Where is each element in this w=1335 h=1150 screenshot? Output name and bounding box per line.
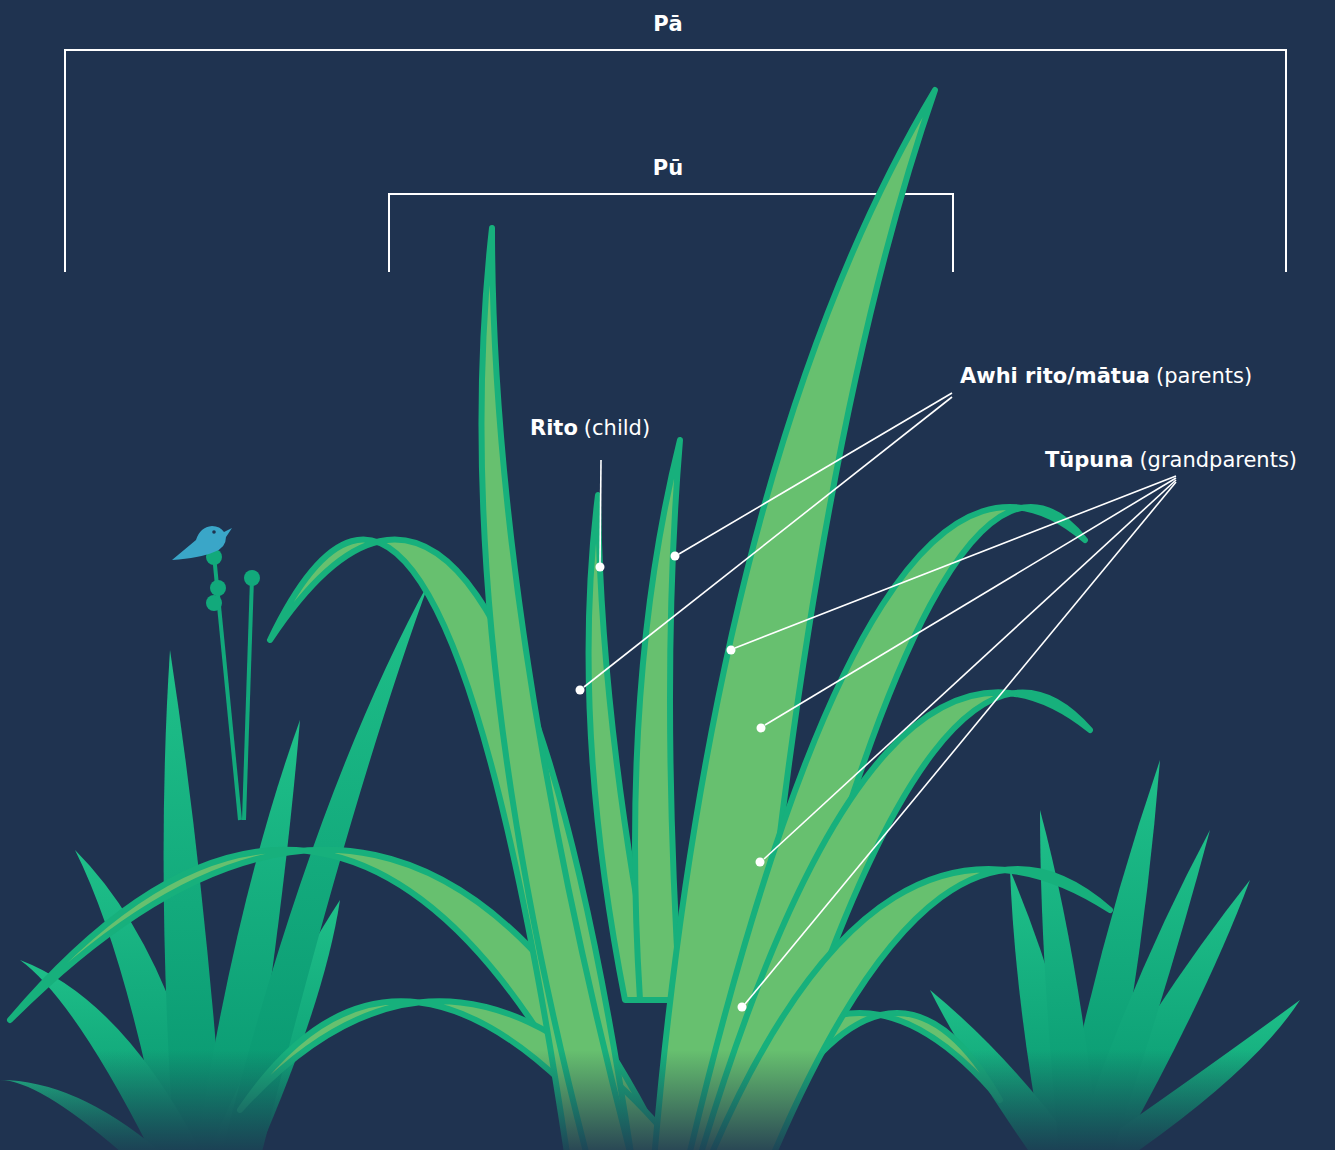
flax-leaf (635, 440, 680, 1000)
leader-dots (576, 552, 766, 1012)
part-gloss: (parents) (1156, 364, 1252, 389)
pa-bracket (65, 50, 1286, 272)
harakeke-plant (10, 90, 1110, 1150)
part-gloss: (grandparents) (1139, 448, 1297, 473)
part-name: Rito (530, 416, 578, 441)
bird (172, 526, 260, 820)
ground-fade (0, 1050, 1335, 1150)
part-gloss: (child) (584, 416, 650, 441)
part-name: Tūpuna (1045, 448, 1133, 473)
leader-lines (584, 393, 1176, 1004)
pa-label: Pā (653, 12, 683, 37)
part-name: Awhi rito/mātua (960, 364, 1150, 389)
pu-label: Pū (653, 156, 683, 181)
